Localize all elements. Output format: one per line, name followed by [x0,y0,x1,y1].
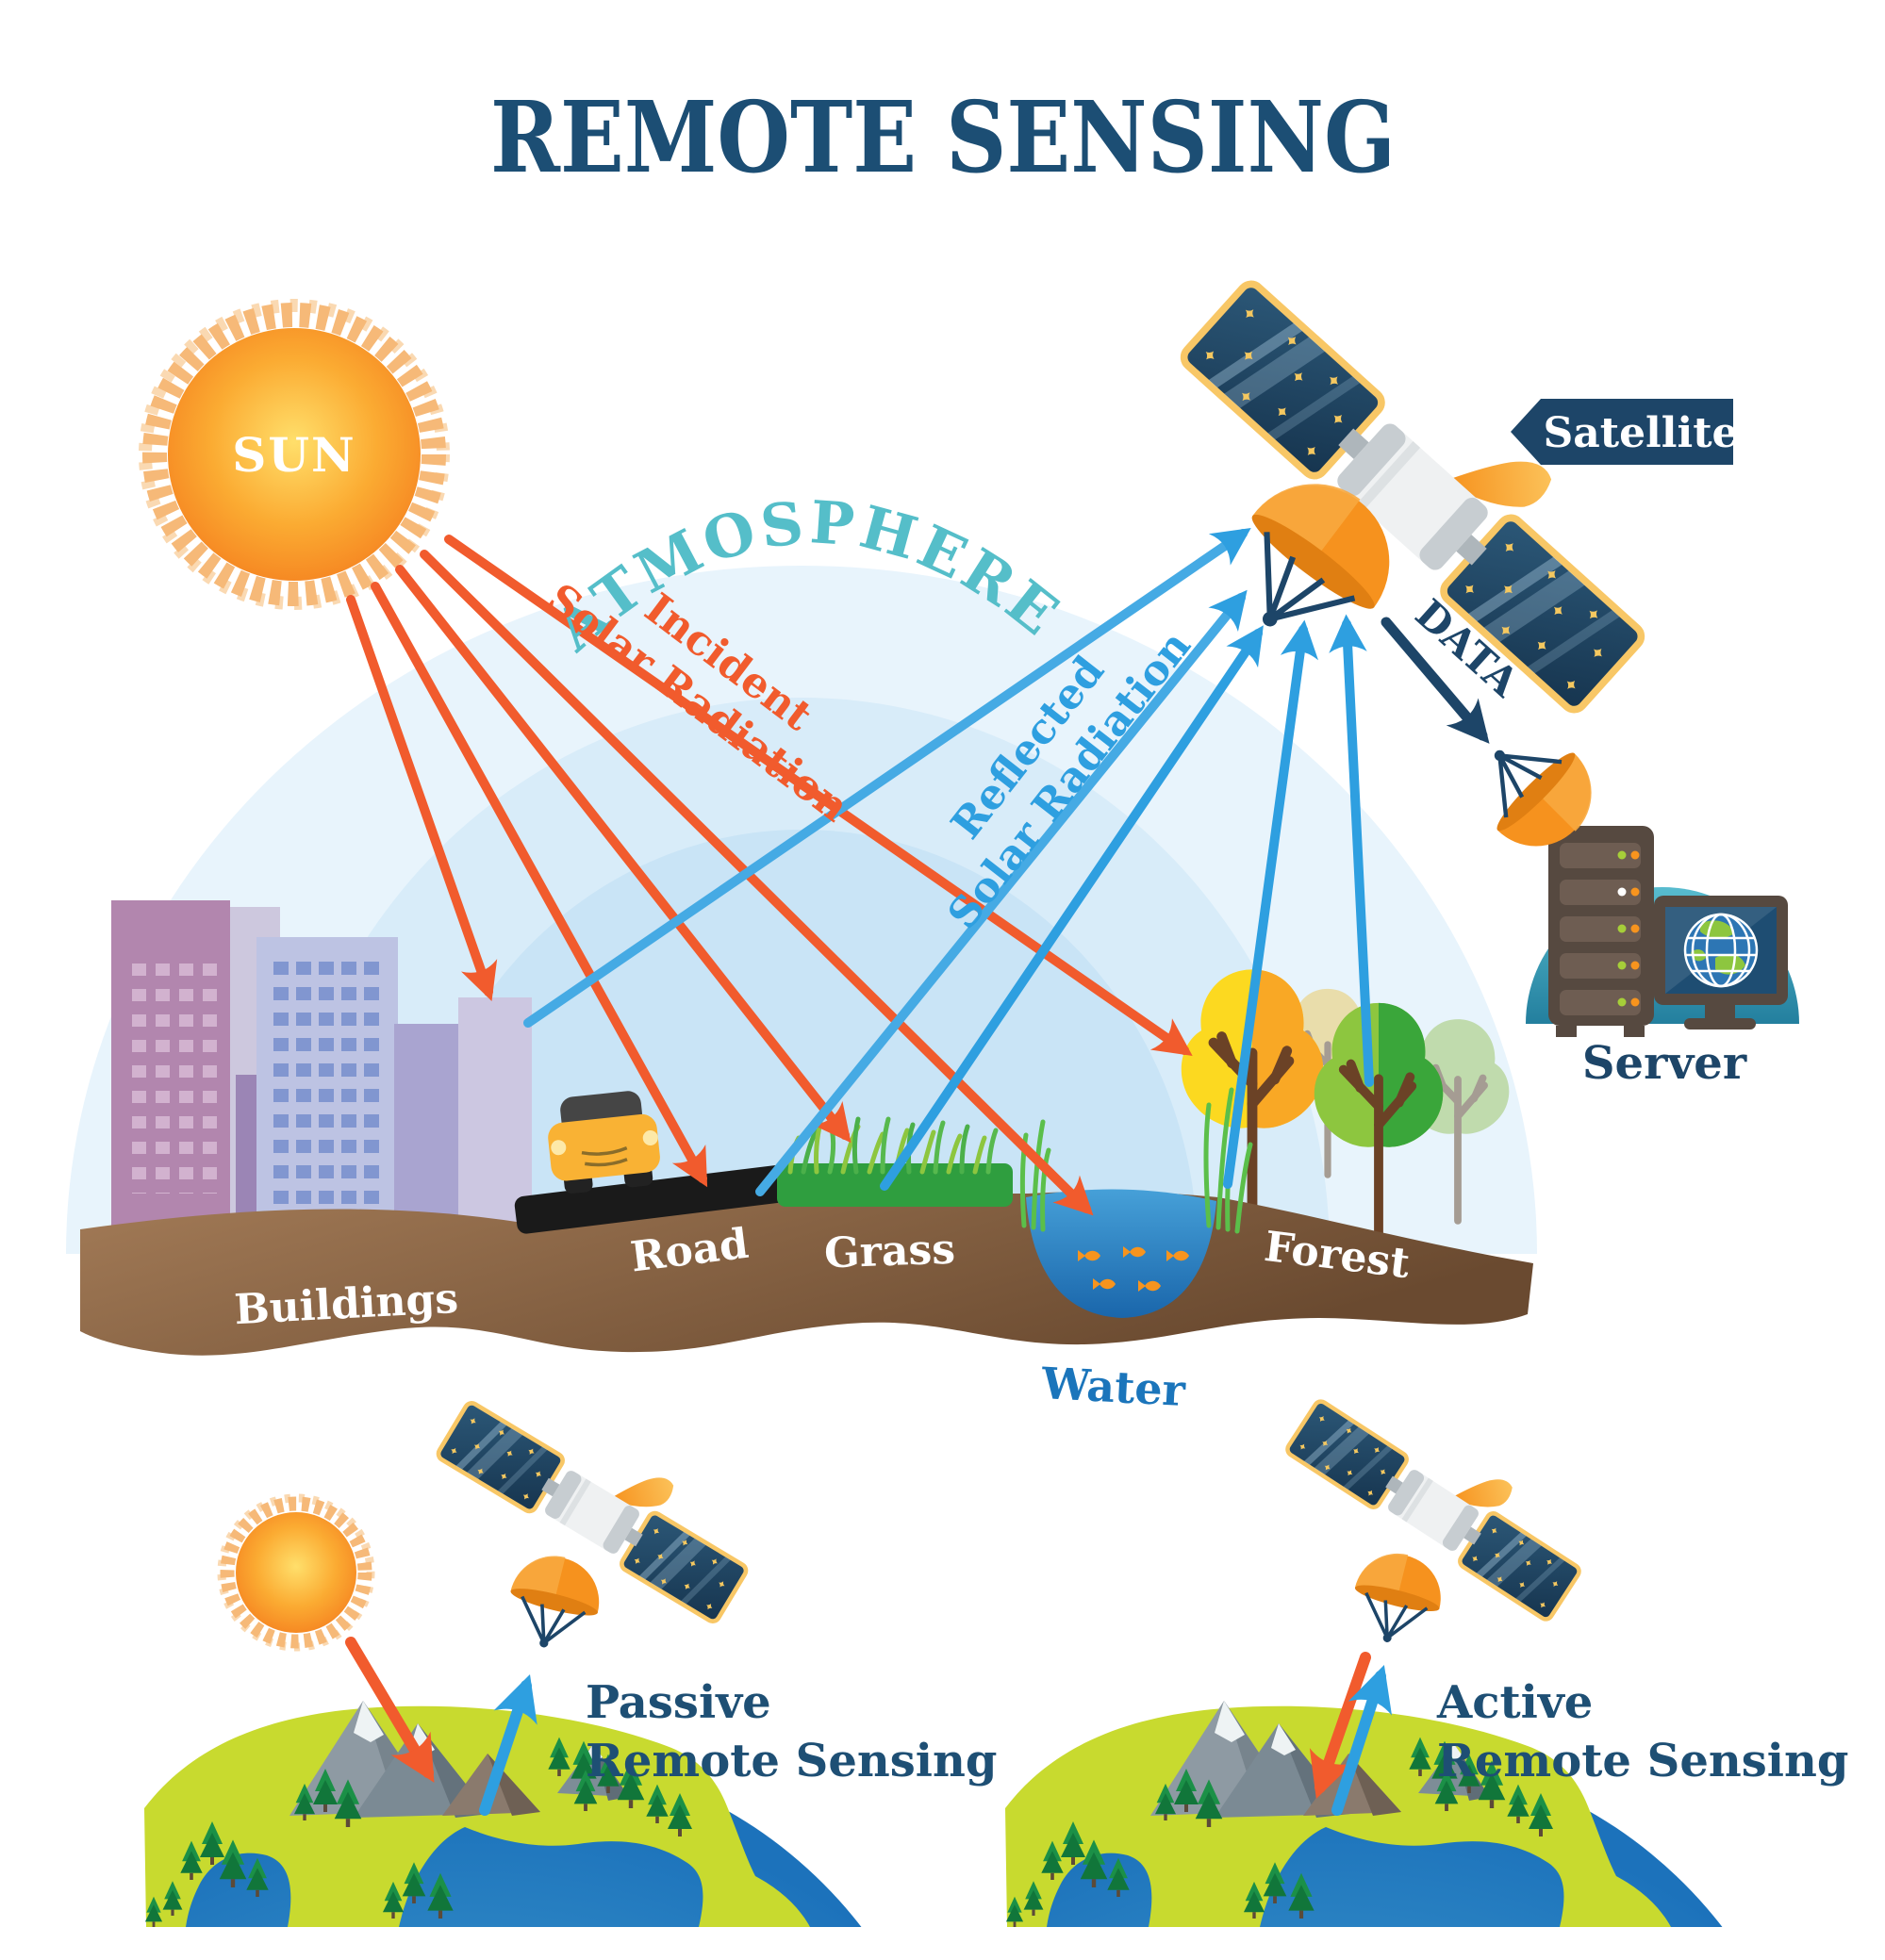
reflected-ray [755,589,1248,1196]
satellite-label: Satellite [1543,409,1738,457]
reflected-rays [523,528,1374,1196]
reflected-ray [880,625,1264,1191]
reflected-ray [1329,614,1374,1087]
server-label: Server [1582,1037,1747,1090]
server-rack-icon [1548,826,1654,1037]
buildings-icon [111,900,532,1237]
passive-reflected-arrow [479,1673,537,1816]
page-title: REMOTE SENSING [490,79,1396,195]
water-label: Water [1039,1358,1187,1416]
sun-icon [217,1493,375,1652]
passive-label-line2: Remote Sensing [586,1735,997,1787]
grass-label: Grass [823,1226,956,1278]
active-return-arrow [1331,1664,1393,1816]
reflected-ray [523,528,1251,1028]
active-label-line1: Active [1436,1676,1593,1729]
satellite-icon [435,1371,767,1660]
incident-rays [346,535,1193,1216]
passive-scene: Passive Remote Sensing [54,1371,997,1960]
sun-icon [139,299,450,610]
grass-patch [777,1116,1013,1207]
sun-label: SUN [232,427,356,483]
water-pond [1019,1087,1253,1318]
incident-ray [371,582,708,1188]
incident-ray [420,550,1094,1216]
satellite-banner: Satellite [1511,399,1739,465]
car-icon [548,1091,660,1194]
satellite-dish-icon [1342,1542,1452,1655]
data-arrow [1381,617,1490,744]
incident-ray [444,535,1193,1057]
monitor-globe-icon [1654,896,1788,1029]
server-group [1458,714,1799,1037]
satellite-dish-icon [497,1544,611,1660]
active-scene: Active Remote Sensing [915,1371,1848,1960]
fish-icon [1078,1246,1189,1292]
passive-label-line1: Passive [586,1676,771,1729]
passive-incident-arrow [345,1637,435,1783]
incident-ray [395,565,852,1144]
active-label-line2: Remote Sensing [1437,1735,1848,1787]
satellite-icon [1283,1371,1599,1655]
road-strip [514,1164,793,1234]
buildings-label: Buildings [233,1275,459,1334]
incident-ray [346,595,498,1001]
reflected-ray [1223,619,1319,1189]
